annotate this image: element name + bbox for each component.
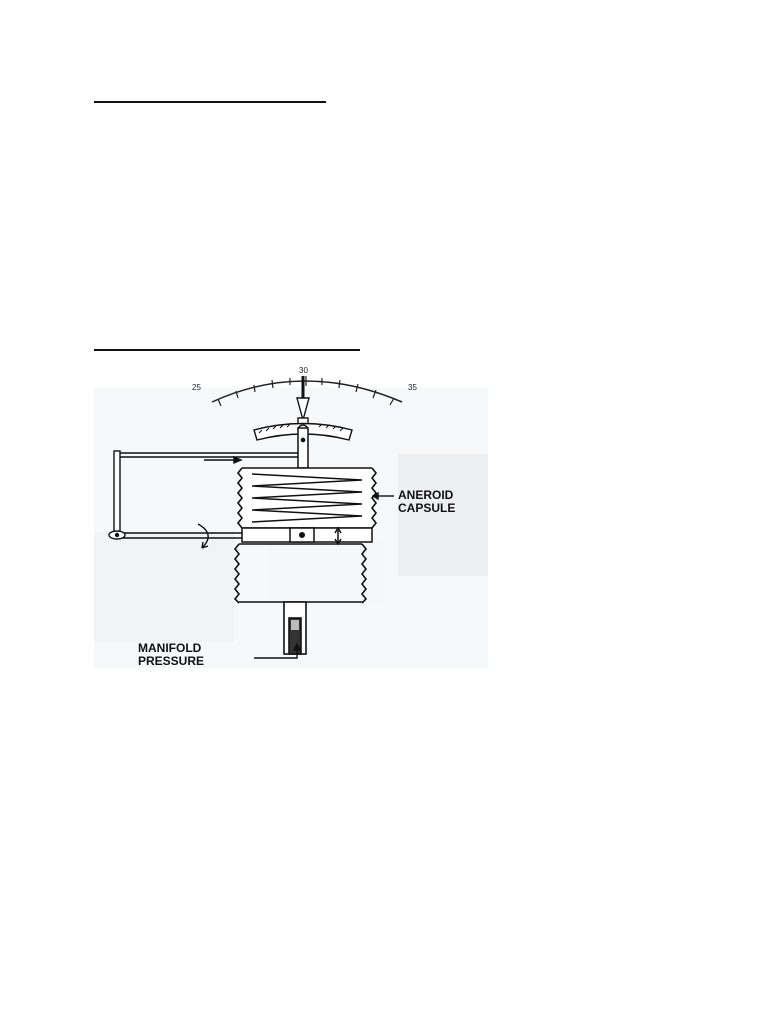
rotation-arrow [197,523,209,549]
heading-underline-middle [94,349,360,351]
manifold-inlet-tube [283,601,307,655]
manifold-label-line1: MANIFOLD [138,641,202,655]
heading-underline-top [94,101,326,103]
rack-stem [297,427,309,469]
gauge-pointer [296,376,310,427]
aneroid-label-arrow [371,491,394,501]
aneroid-capsule [236,467,378,529]
aneroid-label-line2: CAPSULE [398,501,455,515]
gauge-dial-scale [211,376,403,407]
manifold-pressure-gauge-diagram: 25 30 35 [94,362,488,668]
aneroid-label-line1: ANEROID [398,488,454,502]
inlet-arrow [254,642,302,659]
capsule-connector [241,526,373,546]
dial-label-max: 35 [408,383,417,392]
capsule-spring [251,473,363,523]
dial-label-mid: 30 [299,366,308,375]
direction-arrow [204,455,243,465]
dial-label-min: 25 [192,383,201,392]
dial-ticks [217,376,395,407]
manifold-label-line2: PRESSURE [138,654,204,668]
